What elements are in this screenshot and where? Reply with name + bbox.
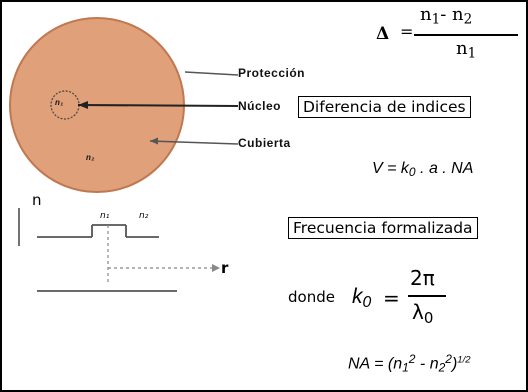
profile-r-label: r bbox=[221, 259, 229, 277]
protection-leader bbox=[184, 71, 239, 76]
k0-lhs: k0 bbox=[352, 285, 372, 311]
donde-word: donde bbox=[288, 288, 335, 306]
cladding-leader bbox=[149, 140, 239, 145]
k0-denominator: λ0 bbox=[412, 300, 434, 327]
core-index-label: n₁ bbox=[55, 98, 64, 107]
na-equation: NA = (n12 - n22)1/2 bbox=[348, 352, 471, 375]
normalized-frequency-box: Frecuencia formalizada bbox=[288, 217, 478, 239]
core-arrowhead bbox=[78, 101, 88, 109]
protection-label: Protección bbox=[238, 66, 306, 80]
core-label: Núcleo bbox=[238, 99, 282, 113]
k0-fraction-bar bbox=[408, 295, 446, 297]
profile-n-label: n bbox=[32, 191, 42, 209]
profile-n2-label: n₂ bbox=[139, 211, 149, 221]
delta-numerator: n1- n2 bbox=[420, 4, 473, 28]
cladding-label: Cubierta bbox=[238, 136, 291, 150]
k0-numerator: 2π bbox=[410, 266, 435, 290]
profile-n1-label: n₁ bbox=[100, 211, 110, 221]
core-leader bbox=[77, 104, 239, 107]
delta-equals: = bbox=[400, 22, 414, 41]
delta-denominator: n1 bbox=[456, 38, 477, 62]
cladding-index-label: n₂ bbox=[86, 153, 95, 162]
cladding-arrowhead bbox=[150, 137, 158, 145]
delta-fraction-bar bbox=[414, 34, 518, 36]
delta-symbol: Δ bbox=[376, 24, 390, 44]
k0-equals: = bbox=[383, 286, 400, 310]
index-difference-box: Diferencia de indices bbox=[298, 96, 471, 118]
v-equation: V = k0 . a . NA bbox=[372, 160, 474, 179]
